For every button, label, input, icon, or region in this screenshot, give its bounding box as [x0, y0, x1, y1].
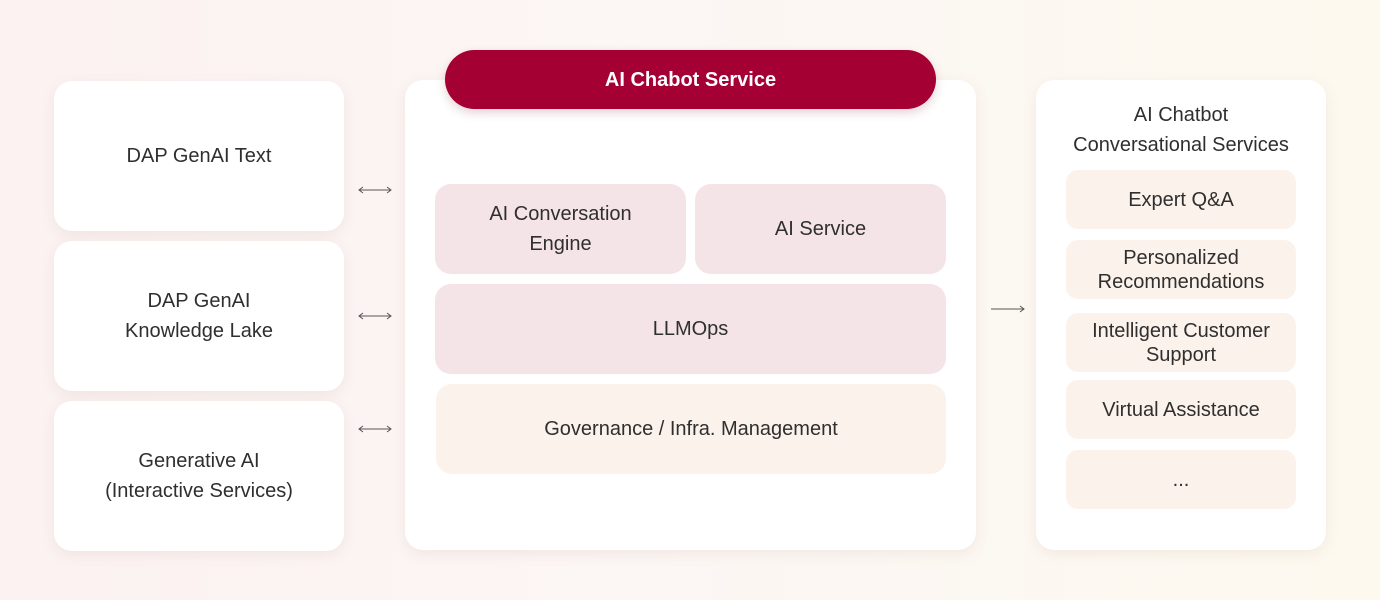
block-label: AI Service — [774, 218, 867, 240]
llmops-block: LLMOps — [435, 284, 946, 374]
right-arrow-icon — [991, 305, 1025, 313]
service-label: Intelligent Customer Support — [1092, 319, 1270, 366]
block-label: Governance / Infra. Management — [544, 418, 838, 440]
service-label: Expert Q&A — [1128, 188, 1234, 211]
service-item-intelligent-customer-support: Intelligent Customer Support — [1066, 313, 1296, 372]
service-item-personalized-recommendations: Personalized Recommendations — [1066, 240, 1296, 299]
service-item-virtual-assistance: Virtual Assistance — [1066, 380, 1296, 439]
source-label: DAP GenAI Text — [126, 145, 272, 167]
service-item-expert-qa: Expert Q&A — [1066, 170, 1296, 229]
source-card-generative-ai: Generative AI (Interactive Services) — [54, 401, 344, 551]
conversational-services-title: AI Chatbot Conversational Services — [1073, 104, 1289, 156]
service-item-more: ... — [1066, 450, 1296, 509]
bidirectional-arrow-icon — [358, 312, 392, 320]
service-title-label: AI Chabot Service — [604, 68, 777, 91]
bidirectional-arrow-icon — [358, 186, 392, 194]
block-label: AI Conversation Engine — [489, 203, 632, 255]
service-label: Virtual Assistance — [1102, 398, 1260, 421]
source-card-dap-genai-text: DAP GenAI Text — [54, 81, 344, 231]
ai-conversation-engine-block: AI Conversation Engine — [435, 184, 686, 274]
governance-block: Governance / Infra. Management — [436, 384, 946, 474]
bidirectional-arrow-icon — [358, 425, 392, 433]
source-card-dap-genai-knowledge-lake: DAP GenAI Knowledge Lake — [54, 241, 344, 391]
source-label: Generative AI (Interactive Services) — [105, 450, 293, 502]
service-label: ... — [1172, 468, 1190, 491]
ai-service-block: AI Service — [695, 184, 946, 274]
service-label: Personalized Recommendations — [1097, 246, 1265, 293]
ai-chatbot-service-title: AI Chabot Service — [445, 50, 936, 109]
source-label: DAP GenAI Knowledge Lake — [125, 290, 273, 342]
block-label: LLMOps — [652, 318, 729, 340]
